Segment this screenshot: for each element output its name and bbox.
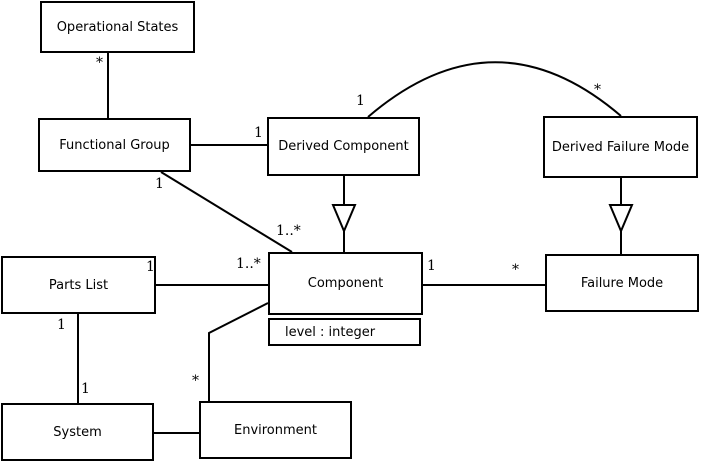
node-derived-component[interactable]: Derived Component: [267, 117, 420, 176]
multiplicity-failure-mode-end: *: [512, 262, 519, 278]
node-component-label: Component: [307, 276, 384, 291]
node-derived-failure-mode-label: Derived Failure Mode: [551, 139, 690, 155]
node-environment-label: Environment: [233, 422, 317, 438]
multiplicity-system-end: 1: [81, 381, 90, 397]
node-system-label: System: [53, 424, 102, 440]
node-parts-list[interactable]: Parts List: [1, 256, 156, 314]
component-attribute-level: level : integer: [285, 324, 376, 340]
multiplicity-derived-component-end: 1: [254, 125, 263, 141]
multiplicity-environment-end: *: [192, 373, 199, 389]
node-component[interactable]: Component: [268, 252, 423, 315]
node-operational-states-label: Operational States: [56, 19, 179, 35]
node-system[interactable]: System: [1, 403, 154, 461]
node-functional-group[interactable]: Functional Group: [38, 118, 191, 172]
generalization-triangle-derived-component: [331, 204, 357, 234]
node-derived-failure-mode[interactable]: Derived Failure Mode: [543, 116, 698, 178]
node-functional-group-label: Functional Group: [59, 137, 170, 153]
generalization-triangle-derived-failure-mode: [608, 204, 634, 234]
node-failure-mode[interactable]: Failure Mode: [545, 254, 699, 312]
multiplicity-component-end-of-failure-mode: 1: [427, 258, 436, 274]
node-parts-list-label: Parts List: [48, 277, 109, 293]
multiplicity-arc-derived-failure-mode-end: *: [594, 82, 601, 98]
node-derived-component-label: Derived Component: [278, 139, 409, 154]
multiplicity-functional-group-end: 1: [155, 176, 164, 192]
multiplicity-component-end-of-parts-list: 1..*: [236, 256, 261, 272]
node-environment[interactable]: Environment: [199, 401, 352, 459]
edge-functional-group-component[interactable]: [160, 171, 293, 253]
edge-derived-component-derived-failure-mode-arc[interactable]: [367, 61, 622, 118]
multiplicity-operational-states-end: *: [96, 55, 103, 71]
multiplicity-arc-derived-component-end: 1: [356, 93, 365, 109]
node-component-attribute-compartment[interactable]: level : integer: [268, 318, 421, 346]
multiplicity-parts-list-end: 1: [146, 259, 155, 275]
node-failure-mode-label: Failure Mode: [580, 275, 664, 291]
multiplicity-component-end-of-functional-group: 1..*: [276, 223, 301, 239]
multiplicity-parts-list-end-of-system: 1: [57, 317, 66, 333]
edge-component-environment[interactable]: [208, 302, 269, 401]
node-operational-states[interactable]: Operational States: [40, 1, 195, 53]
